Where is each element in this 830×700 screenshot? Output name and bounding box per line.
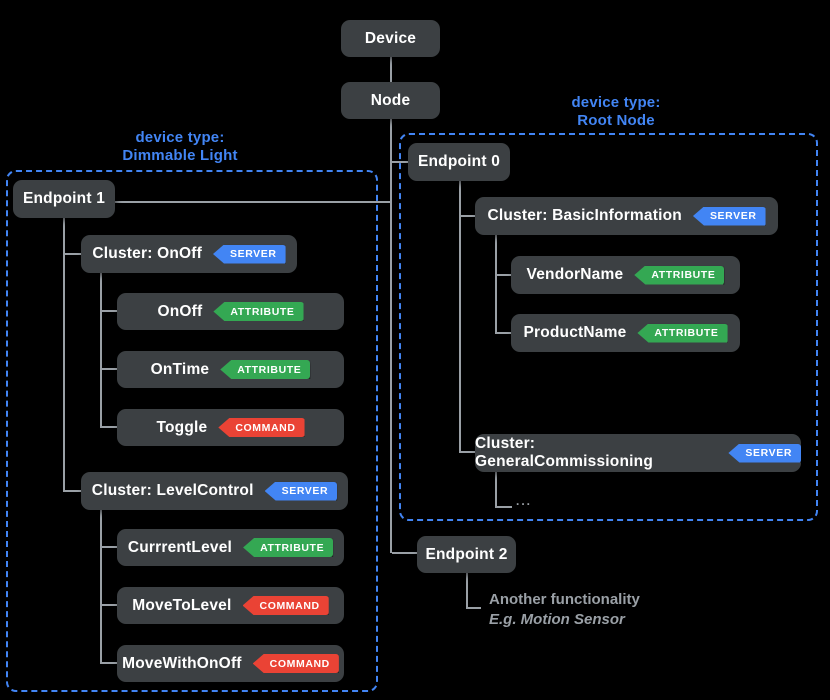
cluster-basicinformation-label: Cluster: BasicInformation bbox=[487, 207, 682, 224]
attribute-badge: ATTRIBUTE bbox=[637, 323, 728, 343]
attribute-onoff-node: OnOff ATTRIBUTE bbox=[117, 293, 344, 330]
endpoint2-note: Another functionality E.g. Motion Sensor bbox=[489, 590, 640, 630]
endpoint1-node: Endpoint 1 bbox=[13, 180, 115, 218]
root-node-caption: device type: Root Node bbox=[516, 94, 716, 130]
connector-stub bbox=[63, 253, 81, 255]
server-badge: SERVER bbox=[692, 206, 766, 226]
connector-endpoint0-clusters bbox=[459, 181, 461, 452]
connector-stub bbox=[100, 426, 117, 428]
connector-generalcommissioning-more bbox=[495, 472, 497, 507]
more-items-ellipsis: ... bbox=[516, 494, 533, 508]
attribute-onoff-label: OnOff bbox=[157, 302, 203, 320]
cluster-levelcontrol-node: Cluster: LevelControl SERVER bbox=[81, 472, 348, 510]
endpoint2-node: Endpoint 2 bbox=[417, 536, 516, 573]
command-movetolevel-node: MoveToLevel COMMAND bbox=[117, 587, 344, 624]
connector-stub bbox=[459, 451, 475, 453]
connector-stub bbox=[100, 310, 117, 312]
connector-basicinfo-children bbox=[495, 235, 497, 333]
cluster-basicinformation-node: Cluster: BasicInformation SERVER bbox=[475, 197, 778, 235]
attribute-badge: ATTRIBUTE bbox=[213, 302, 304, 321]
connector-stub bbox=[100, 546, 117, 548]
attribute-badge: ATTRIBUTE bbox=[634, 265, 725, 285]
cluster-levelcontrol-label: Cluster: LevelControl bbox=[91, 482, 254, 499]
cluster-generalcommissioning-label: Cluster: GeneralCommissioning bbox=[475, 435, 653, 470]
endpoint2-label: Endpoint 2 bbox=[425, 545, 508, 563]
connector-stub bbox=[100, 604, 117, 606]
attribute-currrentlevel-node: CurrrentLevel ATTRIBUTE bbox=[117, 529, 344, 566]
command-movetolevel-label: MoveToLevel bbox=[132, 596, 232, 614]
attribute-vendorname-node: VendorName ATTRIBUTE bbox=[511, 256, 740, 294]
connector-stub bbox=[495, 274, 511, 276]
server-badge: SERVER bbox=[264, 481, 338, 501]
attribute-ontime-label: OnTime bbox=[150, 360, 210, 378]
connector-trunk-endpoint2 bbox=[392, 552, 417, 554]
connector-endpoint2-note bbox=[466, 573, 468, 608]
endpoint2-note-line2: E.g. Motion Sensor bbox=[489, 611, 625, 628]
connector-stub bbox=[63, 490, 81, 492]
attribute-productname-label: ProductName bbox=[523, 324, 627, 341]
connector-stub bbox=[100, 368, 117, 370]
connector-endpoint1-clusters bbox=[63, 218, 65, 491]
cluster-onoff-node: Cluster: OnOff SERVER bbox=[81, 235, 297, 273]
connector-stub bbox=[495, 332, 511, 334]
dimmable-light-group-border bbox=[6, 170, 378, 692]
connector-stub bbox=[459, 215, 475, 217]
endpoint0-label: Endpoint 0 bbox=[417, 153, 501, 170]
cluster-generalcommissioning-node: Cluster: GeneralCommissioning SERVER bbox=[475, 434, 801, 472]
connector-onoff-children bbox=[100, 273, 102, 427]
attribute-productname-node: ProductName ATTRIBUTE bbox=[511, 314, 740, 352]
command-badge: COMMAND bbox=[242, 596, 329, 615]
endpoint1-label: Endpoint 1 bbox=[22, 190, 106, 207]
attribute-vendorname-label: VendorName bbox=[526, 266, 624, 283]
node-label: Node bbox=[370, 91, 411, 109]
server-badge: SERVER bbox=[212, 244, 286, 264]
command-movewithonoff-node: MoveWithOnOff COMMAND bbox=[117, 645, 344, 682]
node-node: Node bbox=[341, 82, 440, 119]
server-badge: SERVER bbox=[728, 443, 801, 463]
command-toggle-node: Toggle COMMAND bbox=[117, 409, 344, 446]
connector-generalcommissioning-more bbox=[495, 506, 512, 508]
attribute-currrentlevel-label: CurrrentLevel bbox=[127, 538, 233, 556]
endpoint0-node: Endpoint 0 bbox=[408, 143, 510, 181]
attribute-badge: ATTRIBUTE bbox=[243, 538, 334, 557]
attribute-badge: ATTRIBUTE bbox=[220, 360, 311, 379]
command-toggle-label: Toggle bbox=[156, 418, 208, 436]
command-movewithonoff-label: MoveWithOnOff bbox=[122, 654, 242, 672]
dimmable-light-caption: device type: Dimmable Light bbox=[80, 129, 280, 165]
command-badge: COMMAND bbox=[218, 418, 305, 437]
connector-trunk bbox=[390, 119, 392, 553]
connector-endpoint1-trunk bbox=[115, 201, 392, 203]
device-node: Device bbox=[341, 20, 440, 57]
connector-levelcontrol-children bbox=[100, 510, 102, 663]
caption-line2: Dimmable Light bbox=[122, 147, 238, 164]
connector-device-node bbox=[390, 57, 392, 82]
endpoint2-note-line1: Another functionality bbox=[489, 591, 640, 608]
caption-line1: device type: bbox=[571, 94, 661, 111]
caption-line1: device type: bbox=[135, 129, 225, 146]
attribute-ontime-node: OnTime ATTRIBUTE bbox=[117, 351, 344, 388]
connector-endpoint2-note bbox=[466, 607, 481, 609]
caption-line2: Root Node bbox=[577, 112, 655, 129]
connector-stub bbox=[100, 662, 117, 664]
cluster-onoff-label: Cluster: OnOff bbox=[92, 245, 202, 262]
device-label: Device bbox=[364, 29, 417, 47]
command-badge: COMMAND bbox=[252, 654, 339, 673]
root-node-group-border bbox=[399, 133, 818, 521]
